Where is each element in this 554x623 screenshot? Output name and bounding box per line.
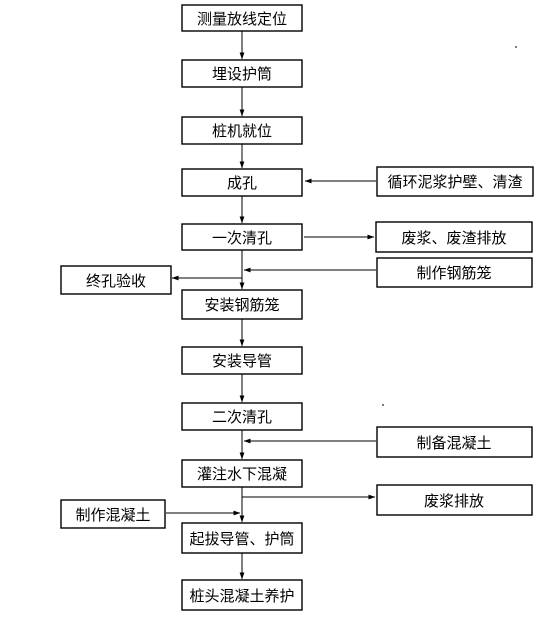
step-label: 灌注水下混凝: [197, 465, 287, 483]
scan-speck: [382, 404, 384, 406]
side-label: 制作钢筋笼: [416, 264, 491, 282]
step-label: 安装导管: [212, 352, 272, 370]
step-box: [181, 289, 303, 320]
side-label: 废浆、废渣排放: [401, 229, 506, 247]
scan-speck: [515, 46, 517, 48]
step-box: [181, 346, 303, 375]
step-box: [181, 402, 303, 431]
side-label: 制作混凝土: [75, 506, 150, 524]
step-box: [181, 223, 303, 251]
step-rig-in-place: 桩机就位: [181, 116, 303, 145]
step-label: 安装钢筋笼: [204, 296, 279, 314]
input-make-concrete: 制作混凝土: [60, 499, 166, 529]
step-install-tremie: 安装导管: [181, 346, 303, 375]
step-first-cleaning: 一次清孔: [181, 223, 303, 251]
step-pull-tremie-casing: 起拔导管、护筒: [181, 522, 303, 554]
step-label: 二次清孔: [212, 408, 272, 426]
side-box: [375, 221, 533, 253]
step-measure-position: 测量放线定位: [181, 4, 303, 32]
step-label: 桩机就位: [212, 122, 272, 140]
side-box: [376, 484, 533, 516]
side-connectors: [166, 178, 376, 516]
step-label: 测量放线定位: [197, 10, 287, 28]
side-box: [60, 265, 172, 295]
step-label: 一次清孔: [212, 229, 272, 247]
step-box: [181, 4, 303, 32]
input-make-rebar-cage: 制作钢筋笼: [376, 257, 533, 288]
step-box: [181, 522, 303, 554]
side-label: 终孔验收: [86, 272, 146, 290]
output-final-hole-acceptance: 终孔验收: [60, 265, 172, 295]
side-label: 废浆排放: [424, 492, 484, 510]
step-boring: 成孔: [181, 168, 303, 197]
side-label: 制备混凝土: [416, 434, 491, 452]
side-box: [376, 166, 534, 197]
step-install-cage: 安装钢筋笼: [181, 289, 303, 320]
output-waste-slurry: 废浆排放: [376, 484, 533, 516]
side-box: [60, 499, 166, 529]
output-waste-slurry-residue: 废浆、废渣排放: [375, 221, 533, 253]
step-box: [181, 168, 303, 197]
step-pour-concrete: 灌注水下混凝: [181, 459, 303, 488]
side-box: [376, 257, 533, 288]
step-box: [181, 579, 303, 611]
step-pile-head-curing: 桩头混凝土养护: [181, 579, 303, 611]
step-label: 成孔: [227, 174, 257, 192]
side-label: 循环泥浆护壁、清渣: [387, 173, 522, 191]
step-box: [181, 116, 303, 145]
step-label: 埋设护筒: [212, 65, 272, 83]
side-box: [376, 426, 533, 458]
step-bury-casing: 埋设护筒: [181, 59, 303, 88]
step-box: [181, 59, 303, 88]
input-prepare-concrete: 制备混凝土: [376, 426, 533, 458]
step-box: [181, 459, 303, 488]
input-slurry-wall-protection: 循环泥浆护壁、清渣: [376, 166, 534, 197]
step-label: 桩头混凝土养护: [189, 587, 294, 605]
step-second-cleaning: 二次清孔: [181, 402, 303, 431]
step-label: 起拔导管、护筒: [189, 530, 294, 548]
